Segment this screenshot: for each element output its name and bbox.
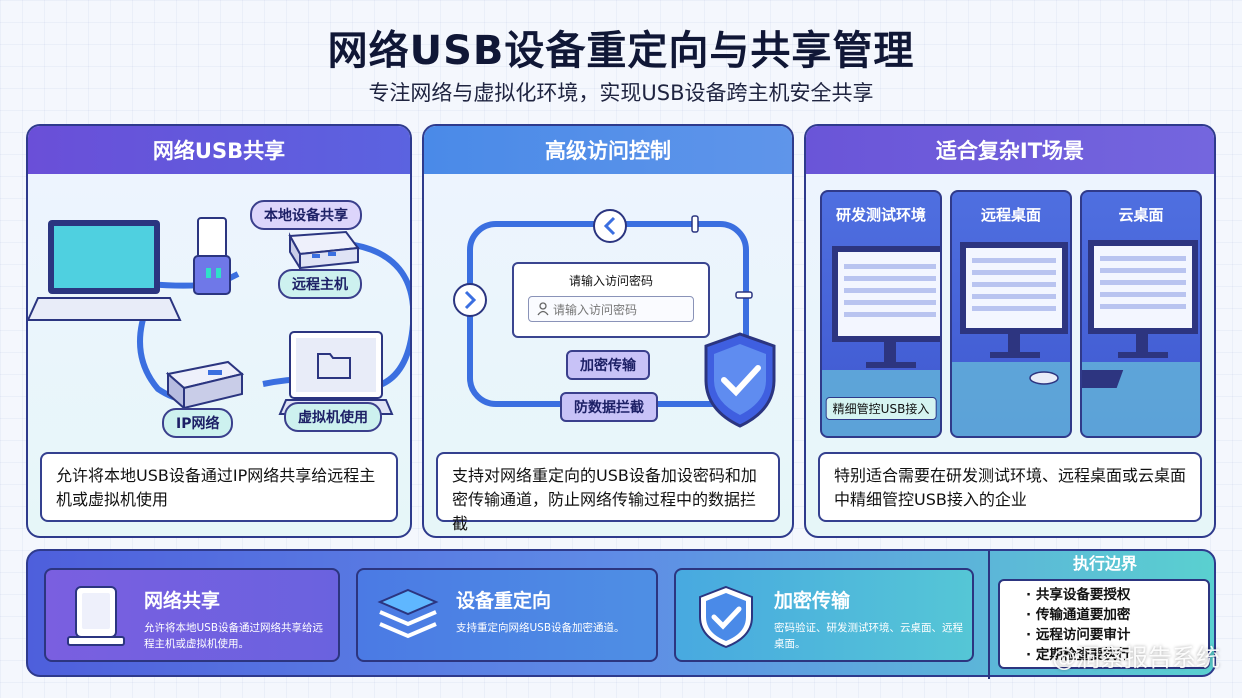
password-placeholder: 请输入访问密码: [553, 302, 638, 317]
scene-remote-desktop: 远程桌面: [950, 190, 1072, 438]
feature-title: 设备重定向: [456, 590, 552, 612]
panel-description: 特别适合需要在研发测试环境、远程桌面或云桌面中精细管控USB接入的企业: [818, 452, 1202, 522]
scene-title: 远程桌面: [980, 206, 1041, 224]
access-loop-illustration: [453, 209, 776, 428]
feature-summary-bar: 网络共享 允许将本地USB设备通过网络共享给远程主机或虚拟机使用。 设备重定向 …: [26, 549, 1216, 679]
label-local-share: 本地设备共享: [250, 200, 362, 230]
feature-desc: 密码验证、研发测试环境、云桌面、远程桌面。: [774, 622, 963, 650]
boundary-title: 执行边界: [1072, 554, 1137, 573]
scene-cloud-desktop: 云桌面: [1080, 190, 1202, 438]
boundary-item: · 定期检查要执行: [1026, 647, 1131, 663]
feature-desc: 支持重定向网络USB设备加密通道。: [456, 622, 625, 634]
feature-desc: 允许将本地USB设备通过网络共享给远程主机或虚拟机使用。: [144, 622, 324, 650]
stack-icon: [370, 580, 446, 652]
panel-header: 适合复杂IT场景: [806, 126, 1214, 174]
password-dialog: 请输入访问密码 请输入访问密码: [512, 262, 710, 338]
monitor-icon: [1082, 240, 1200, 436]
usb-network-illustration: [28, 217, 410, 415]
remote-host-device-icon: [288, 230, 360, 272]
password-dialog-label: 请输入访问密码: [568, 274, 653, 288]
panel-it-scenarios: 适合复杂IT场景 研发测试环境 精细管控USB接入 远程桌面: [804, 124, 1216, 538]
monitor-icon: [822, 246, 940, 436]
watermark: @洞察报告系统: [1052, 644, 1220, 672]
panel-description: 允许将本地USB设备通过IP网络共享给远程主机或虚拟机使用: [40, 452, 398, 522]
feature-encryption: 加密传输 密码验证、研发测试环境、云桌面、远程桌面。: [674, 568, 974, 662]
laptop-icon: [28, 220, 182, 321]
feature-network-share: 网络共享 允许将本地USB设备通过网络共享给远程主机或虚拟机使用。: [44, 568, 340, 662]
tablet-icon: [58, 580, 134, 652]
boundary-list: · 共享设备要授权 · 传输通道要加密 · 远程访问要审计 · 定期检查要执行: [998, 579, 1210, 669]
scene-dev-test: 研发测试环境 精细管控USB接入: [820, 190, 942, 438]
panel-header: 网络USB共享: [28, 126, 410, 174]
monitor-icon: [952, 242, 1070, 436]
label-anti-intercept: 防数据拦截: [560, 392, 658, 422]
chevron-right-icon: [453, 283, 487, 317]
execution-boundary: 执行边界 · 共享设备要授权 · 传输通道要加密 · 远程访问要审计 · 定期检…: [988, 551, 1220, 679]
scene-badge: 精细管控USB接入: [825, 397, 937, 420]
page-title: 网络USB设备重定向与共享管理: [327, 28, 915, 74]
label-remote-host: 远程主机: [278, 269, 362, 299]
panel-description: 支持对网络重定向的USB设备加设密码和加密传输通道，防止网络传输过程中的数据拦截: [436, 452, 780, 533]
label-ip-network: IP网络: [162, 408, 234, 438]
feature-title: 网络共享: [144, 590, 221, 612]
password-input[interactable]: 请输入访问密码: [528, 296, 694, 322]
boundary-item: · 共享设备要授权: [1026, 587, 1131, 603]
vm-monitor-icon: [278, 331, 394, 415]
label-vm-use: 虚拟机使用: [284, 402, 382, 432]
panel-network-usb-share: 网络USB共享: [26, 124, 412, 538]
panel-header: 高级访问控制: [424, 126, 792, 174]
panel-access-control: 高级访问控制 请输入访问密码 请输入访问密码 加密传输 防数据拦截 支持对网络重: [422, 124, 794, 538]
user-icon: [537, 302, 549, 316]
scene-title: 研发测试环境: [835, 206, 926, 224]
shield-check-icon: [704, 332, 776, 428]
feature-redirect: 设备重定向 支持重定向网络USB设备加密通道。: [356, 568, 658, 662]
usb-stick-icon: [193, 217, 231, 295]
label-encrypted: 加密传输: [566, 350, 650, 380]
page-subtitle: 专注网络与虚拟化环境，实现USB设备跨主机安全共享: [368, 81, 874, 105]
scene-title: 云桌面: [1118, 206, 1164, 224]
boundary-item: · 远程访问要审计: [1026, 627, 1131, 643]
boundary-item: · 传输通道要加密: [1026, 607, 1131, 623]
feature-title: 加密传输: [774, 590, 851, 612]
usb-hub-icon: [165, 360, 245, 411]
chevron-left-icon: [593, 209, 627, 243]
shield-check-icon: [688, 580, 764, 652]
